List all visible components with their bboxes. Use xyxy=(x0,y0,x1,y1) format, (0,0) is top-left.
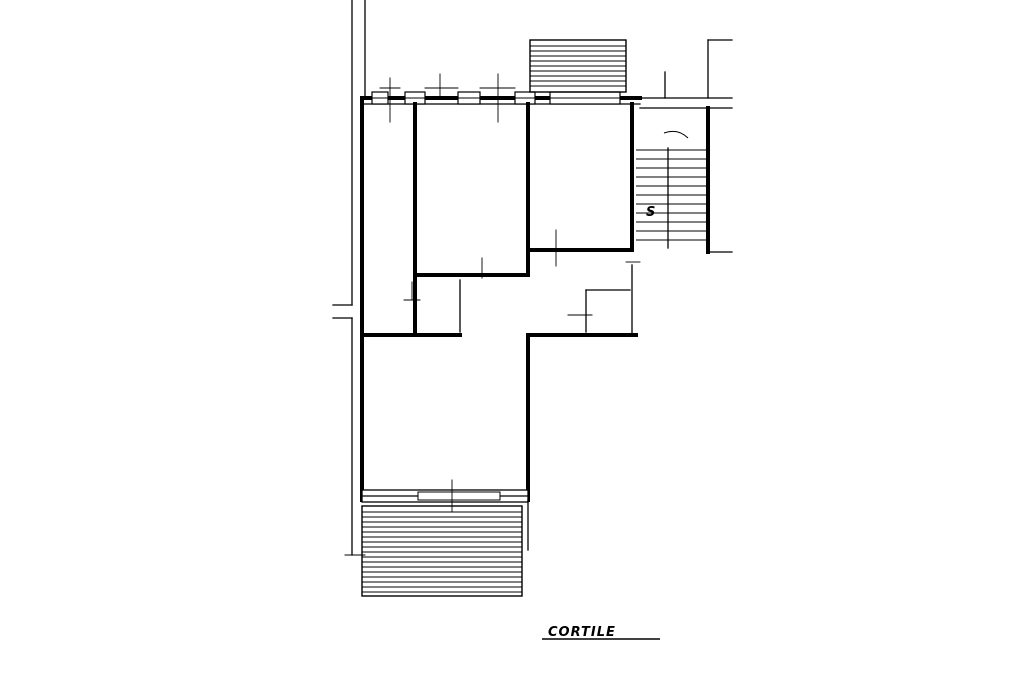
exterior-walls xyxy=(360,96,642,502)
interior-walls xyxy=(403,102,641,334)
top-windows xyxy=(371,73,621,123)
stair-marker: S xyxy=(646,205,656,220)
stairwell: S xyxy=(636,39,733,254)
top-balcony xyxy=(529,39,627,93)
bottom-balcony xyxy=(361,505,523,597)
courtyard-label-text: CORTILE xyxy=(548,625,616,640)
courtyard-label: CORTILE xyxy=(542,625,660,640)
adjacent-building-edge xyxy=(332,0,366,556)
bottom-window xyxy=(361,479,529,551)
